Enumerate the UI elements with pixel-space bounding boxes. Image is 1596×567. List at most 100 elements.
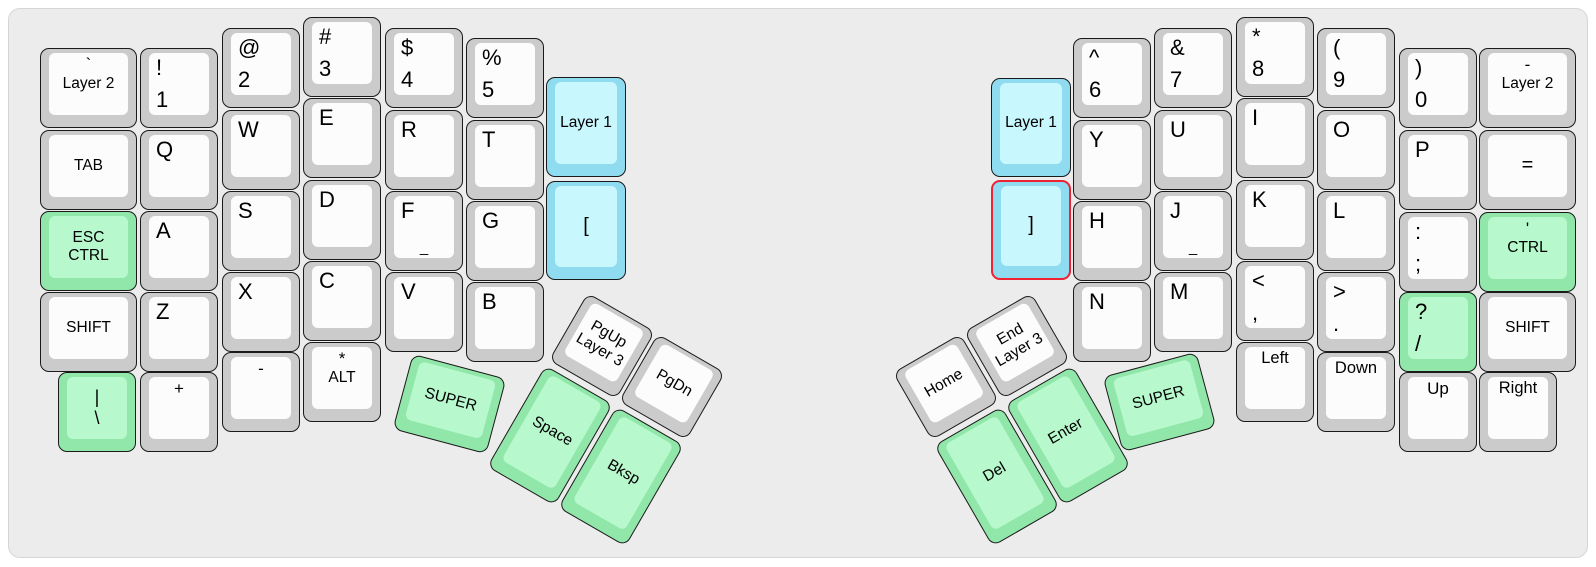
key-1[interactable]: !1 <box>140 48 218 128</box>
key-a[interactable]: A <box>140 211 218 291</box>
key-s-label: S <box>238 198 253 223</box>
key-p[interactable]: P <box>1399 130 1477 210</box>
key-f[interactable]: F_ <box>385 191 463 271</box>
key-g-face <box>475 206 535 268</box>
key-w[interactable]: W <box>222 110 300 190</box>
key-j-label: J <box>1170 198 1181 223</box>
key-m[interactable]: M <box>1154 272 1232 352</box>
key-left-face <box>1245 347 1305 409</box>
key-q[interactable]: Q <box>140 130 218 210</box>
key-up-label: Up <box>1427 379 1449 398</box>
key-equals[interactable]: = <box>1479 130 1576 210</box>
key-7[interactable]: &7 <box>1154 28 1232 108</box>
key-pgup-layer3-label: PgUp Layer 3 <box>573 317 630 371</box>
key-3-face <box>312 22 372 84</box>
key-layer1-right[interactable]: Layer 1 <box>991 78 1071 177</box>
key-minus-layer2[interactable]: -Layer 2 <box>1479 48 1576 128</box>
key-c[interactable]: C <box>303 261 381 341</box>
key-esc-ctrl[interactable]: ESC CTRL <box>40 211 137 291</box>
key-rbracket[interactable]: ] <box>991 180 1071 280</box>
key-4-label: 4 <box>401 67 414 93</box>
key-up[interactable]: Up <box>1399 372 1477 452</box>
key-minus[interactable]: - <box>222 352 300 432</box>
key-slash[interactable]: ?/ <box>1399 292 1477 372</box>
key-8[interactable]: *8 <box>1236 17 1314 97</box>
key-semicolon[interactable]: :; <box>1399 212 1477 292</box>
key-g-label: G <box>482 208 500 233</box>
key-5[interactable]: %5 <box>466 38 544 118</box>
key-shift-right[interactable]: SHIFT <box>1479 292 1576 372</box>
key-layer1-left[interactable]: Layer 1 <box>546 77 626 177</box>
key-slash-face <box>1408 297 1468 359</box>
key-quote-ctrl[interactable]: 'CTRL <box>1479 212 1576 292</box>
key-right[interactable]: Right <box>1479 372 1557 452</box>
key-c-face <box>312 266 372 328</box>
key-x[interactable]: X <box>222 272 300 352</box>
key-down-face <box>1326 357 1386 419</box>
key-shift-left[interactable]: SHIFT <box>40 292 137 372</box>
key-lbracket[interactable]: [ <box>546 181 626 280</box>
key-plus[interactable]: + <box>140 372 218 452</box>
key-f-label: F <box>401 198 415 223</box>
key-j[interactable]: J_ <box>1154 191 1232 271</box>
key-6[interactable]: ^6 <box>1073 38 1151 118</box>
key-super-left[interactable]: SUPER <box>392 353 507 455</box>
key-s[interactable]: S <box>222 191 300 271</box>
key-t-face <box>475 125 535 187</box>
key-7-label: & <box>1170 35 1185 60</box>
key-z[interactable]: Z <box>140 292 218 372</box>
key-star-alt-face <box>312 347 372 409</box>
key-down[interactable]: Down <box>1317 352 1395 432</box>
key-tab[interactable]: TAB <box>40 130 137 210</box>
key-n-face <box>1082 287 1142 349</box>
key-b[interactable]: B <box>466 282 544 362</box>
key-r-label: R <box>401 117 417 142</box>
key-l[interactable]: L <box>1317 191 1395 271</box>
key-period-face <box>1326 277 1386 339</box>
key-u[interactable]: U <box>1154 110 1232 190</box>
key-o[interactable]: O <box>1317 110 1395 190</box>
key-0[interactable]: )0 <box>1399 48 1477 128</box>
key-b-face <box>475 287 535 349</box>
key-h[interactable]: H <box>1073 201 1151 281</box>
key-4[interactable]: $4 <box>385 28 463 108</box>
key-star-alt[interactable]: *ALT <box>303 342 381 422</box>
key-q-face <box>149 135 209 197</box>
key-r[interactable]: R <box>385 110 463 190</box>
key-d-label: D <box>319 187 335 212</box>
key-super-right[interactable]: SUPER <box>1102 351 1217 453</box>
key-q-label: Q <box>156 137 174 162</box>
key-y[interactable]: Y <box>1073 120 1151 200</box>
key-9[interactable]: (9 <box>1317 28 1395 108</box>
key-d[interactable]: D <box>303 180 381 260</box>
key-grave-layer2[interactable]: `Layer 2 <box>40 48 137 128</box>
key-left-label: Left <box>1261 349 1289 367</box>
key-i[interactable]: I <box>1236 98 1314 178</box>
key-3[interactable]: #3 <box>303 17 381 97</box>
key-tab-label: TAB <box>74 156 103 174</box>
key-comma[interactable]: <, <box>1236 261 1314 341</box>
key-g[interactable]: G <box>466 201 544 281</box>
key-k-label: K <box>1252 187 1267 212</box>
key-6-label: 6 <box>1089 77 1102 103</box>
key-e-face <box>312 103 372 165</box>
key-minus-layer2-face <box>1488 53 1567 115</box>
key-5-label: % <box>482 45 502 70</box>
key-v[interactable]: V <box>385 272 463 352</box>
key-x-label: X <box>238 279 253 304</box>
key-t[interactable]: T <box>466 120 544 200</box>
key-tab-face <box>49 135 128 197</box>
key-esc-ctrl-face <box>49 216 128 278</box>
key-z-face <box>149 297 209 359</box>
key-a-face <box>149 216 209 278</box>
key-left[interactable]: Left <box>1236 342 1314 422</box>
key-period[interactable]: >. <box>1317 272 1395 352</box>
key-e[interactable]: E <box>303 98 381 178</box>
key-n-label: N <box>1089 289 1105 314</box>
key-k[interactable]: K <box>1236 180 1314 260</box>
key-pipe-backslash[interactable]: | \ <box>58 372 136 452</box>
key-n[interactable]: N <box>1073 282 1151 362</box>
key-2[interactable]: @2 <box>222 28 300 108</box>
key-grave-layer2-face <box>49 53 128 115</box>
key-1-face <box>149 53 209 115</box>
